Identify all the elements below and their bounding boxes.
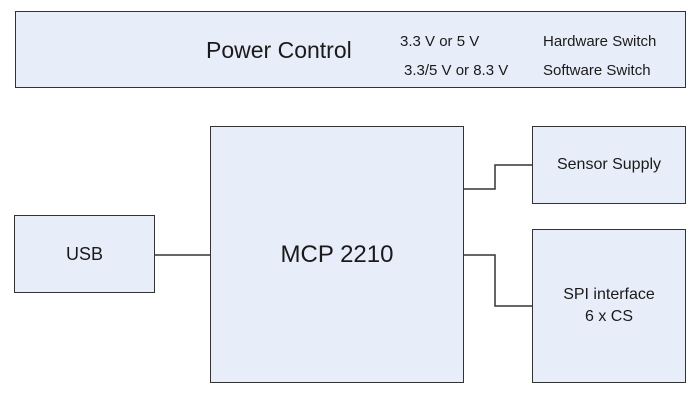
- spi-interface-label: SPI interface: [563, 286, 655, 303]
- hardware-switch-label: Hardware Switch: [543, 33, 657, 50]
- usb-block: USB: [14, 215, 155, 293]
- power-control-block: Power Control 3.3 V or 5 V 3.3/5 V or 8.…: [15, 11, 686, 88]
- spi-interface-block: SPI interface 6 x CS: [532, 229, 686, 383]
- mcp-to-spi-line: [463, 254, 533, 307]
- mcp-to-sensor-line: [463, 164, 533, 190]
- spi-cs-label: 6 x CS: [584, 308, 633, 325]
- mcp2210-block: MCP 2210: [210, 126, 464, 383]
- software-switch-label: Software Switch: [543, 62, 651, 79]
- usb-label: USB: [65, 243, 103, 264]
- mcp2210-label: MCP 2210: [280, 240, 394, 268]
- power-control-title: Power Control: [206, 37, 352, 63]
- sensor-supply-label: Sensor Supply: [556, 156, 662, 173]
- voltage-software-label: 3.3/5 V or 8.3 V: [404, 62, 509, 79]
- sensor-supply-block: Sensor Supply: [532, 126, 686, 204]
- voltage-hardware-label: 3.3 V or 5 V: [400, 33, 480, 50]
